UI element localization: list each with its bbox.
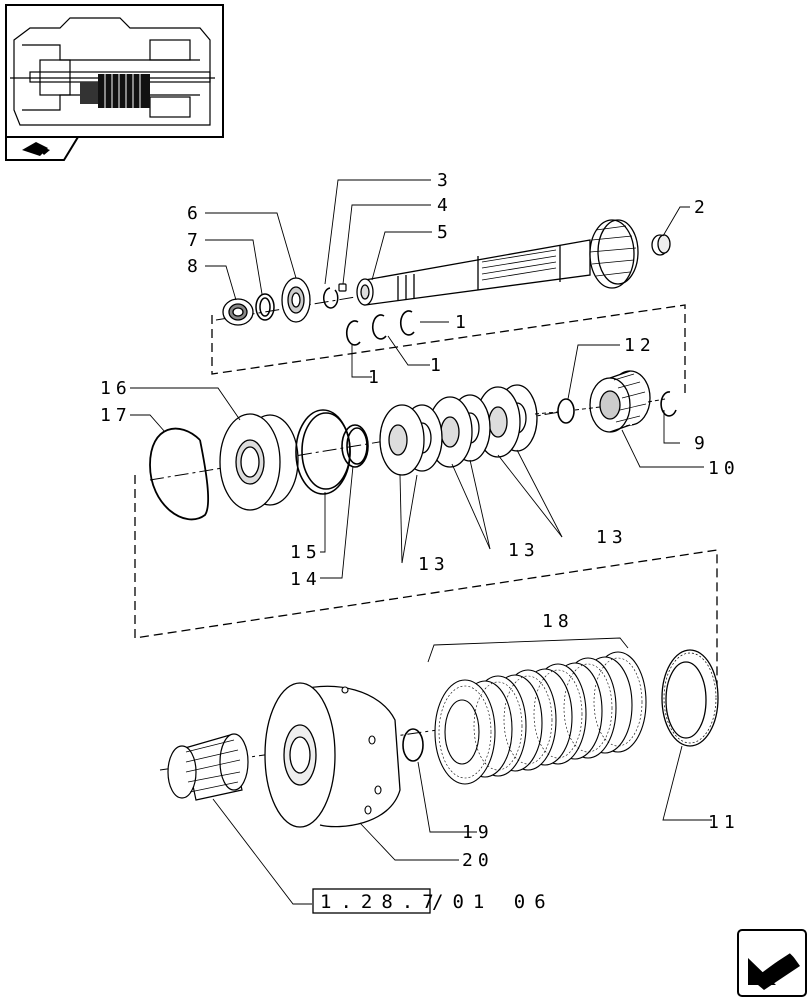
next-page-arrow-icon[interactable] bbox=[737, 929, 807, 997]
label-13c: 13 bbox=[418, 554, 450, 575]
label-5: 5 bbox=[437, 222, 453, 243]
callout-labels: 3 4 5 6 7 8 2 1 1 1 12 16 17 9 10 13 13 … bbox=[100, 170, 740, 871]
label-3: 3 bbox=[437, 170, 453, 191]
reference-suffix: /01 06 bbox=[432, 891, 555, 913]
part-4-key bbox=[338, 283, 347, 292]
part-19-ring bbox=[402, 728, 424, 762]
leader-lines bbox=[130, 179, 712, 905]
part-3-snap-ring bbox=[323, 287, 339, 309]
page-reference: 1.28.7 /01 06 bbox=[312, 888, 555, 914]
part-13-plates bbox=[379, 384, 538, 476]
part-20-drum bbox=[264, 682, 401, 828]
label-14: 14 bbox=[290, 569, 322, 590]
part-2-bushing bbox=[651, 234, 671, 256]
part-1-snap-rings bbox=[345, 310, 415, 346]
dashed-group-outlines bbox=[134, 304, 718, 690]
label-16: 16 bbox=[100, 378, 132, 399]
label-1b: 1 bbox=[368, 367, 384, 388]
reference-boxed: 1.28.7 bbox=[320, 891, 443, 913]
label-11: 11 bbox=[708, 812, 740, 833]
part-8-bearing bbox=[222, 298, 254, 326]
label-2: 2 bbox=[694, 197, 710, 218]
label-9: 9 bbox=[694, 433, 710, 454]
part-10-hub bbox=[589, 370, 651, 433]
part-17-snap-ring bbox=[149, 427, 210, 521]
part-16-piston bbox=[219, 413, 299, 511]
label-6: 6 bbox=[187, 203, 203, 224]
label-20: 20 bbox=[462, 850, 494, 871]
part-18-clutch-pack bbox=[434, 651, 647, 785]
gear-hub-lower bbox=[167, 733, 249, 801]
label-12: 12 bbox=[624, 335, 656, 356]
small-dashes bbox=[534, 398, 666, 415]
part-12-ring bbox=[557, 398, 575, 424]
label-1a: 1 bbox=[455, 312, 471, 333]
location-thumbnail[interactable] bbox=[5, 4, 224, 138]
part-14-seal bbox=[341, 424, 369, 468]
label-10: 10 bbox=[708, 458, 740, 479]
part-7-ring bbox=[255, 293, 275, 321]
part-15-seal bbox=[295, 409, 351, 495]
label-19: 19 bbox=[462, 822, 494, 843]
label-13b: 13 bbox=[508, 540, 540, 561]
label-18: 18 bbox=[542, 611, 574, 632]
label-15: 15 bbox=[290, 542, 322, 563]
part-6-bearing bbox=[281, 277, 311, 323]
label-17: 17 bbox=[100, 405, 132, 426]
label-13a: 13 bbox=[596, 527, 628, 548]
label-4: 4 bbox=[437, 195, 453, 216]
previous-page-arrow-icon[interactable] bbox=[5, 136, 80, 161]
label-1c: 1 bbox=[430, 355, 446, 376]
part-11-plate bbox=[661, 649, 719, 747]
label-8: 8 bbox=[187, 256, 203, 277]
label-7: 7 bbox=[187, 230, 203, 251]
part-5-shaft bbox=[356, 219, 639, 306]
part-9-snap-ring bbox=[660, 391, 677, 417]
